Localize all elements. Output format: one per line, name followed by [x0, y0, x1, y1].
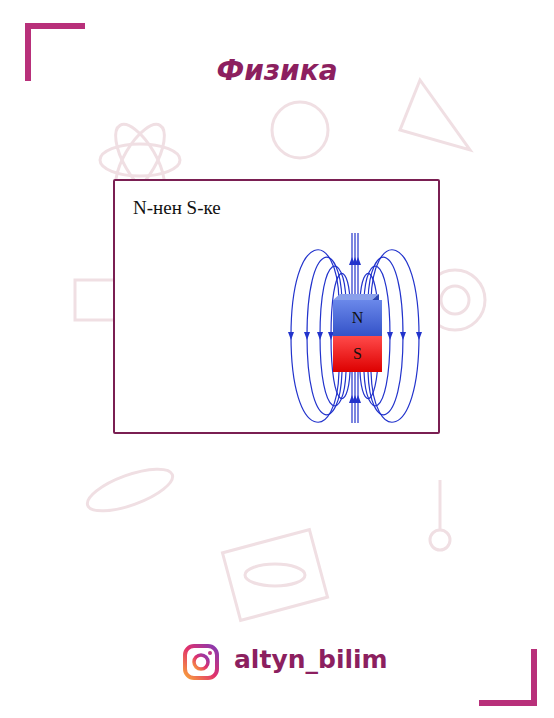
instagram-icon — [185, 646, 217, 678]
magnet-pole: N — [333, 300, 382, 336]
field-line — [351, 372, 352, 423]
page-title: Физика — [0, 54, 554, 87]
field-line — [354, 372, 355, 423]
field-line — [357, 372, 358, 423]
field-line — [354, 233, 355, 300]
content-box: N-нен S-кеNS — [113, 179, 440, 434]
social-handle: altyn_bilim — [234, 645, 388, 674]
field-line — [291, 250, 339, 422]
magnet-pole: S — [333, 336, 382, 372]
field-line — [357, 233, 358, 300]
pole-letter: S — [333, 336, 382, 372]
field-line — [351, 233, 352, 300]
box-heading: N-нен S-ке — [133, 197, 221, 219]
magnetic-field-illustration — [115, 181, 438, 432]
pole-letter: N — [333, 300, 382, 336]
